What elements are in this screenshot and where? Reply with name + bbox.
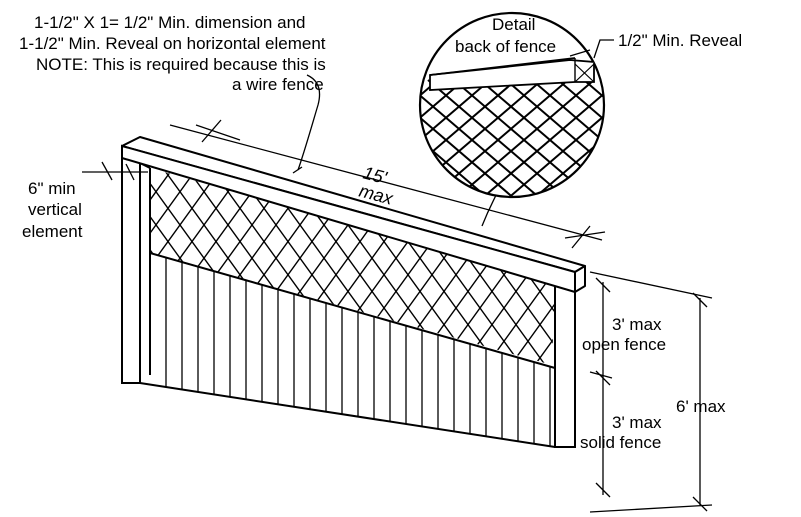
vertical-element-line3: element bbox=[22, 222, 83, 241]
lattice-wire bbox=[349, 168, 555, 365]
reveal-label: 1/2" Min. Reveal bbox=[618, 31, 742, 50]
detail-wire bbox=[583, 79, 604, 197]
lattice-wire bbox=[662, 128, 801, 488]
lattice-wire bbox=[150, 168, 179, 365]
detail-wire bbox=[583, 79, 604, 197]
lattice-wire bbox=[662, 128, 801, 488]
fence bbox=[0, 128, 801, 488]
lattice-wire bbox=[734, 128, 801, 488]
lattice-wire bbox=[150, 168, 251, 365]
vertical-element-line2: vertical bbox=[28, 200, 82, 219]
dimension-lines bbox=[82, 74, 713, 513]
min-dimension-line2: 1-1/2" Min. Reveal on horizontal element bbox=[19, 34, 326, 53]
open-fence-label: open fence bbox=[582, 335, 666, 354]
lattice-wire bbox=[150, 168, 227, 365]
min-dimension-line1: 1-1/2" X 1= 1/2" Min. dimension and bbox=[34, 13, 305, 32]
detail-wire bbox=[479, 79, 604, 197]
solid-fence-label: solid fence bbox=[580, 433, 661, 452]
detail-wire bbox=[453, 79, 595, 197]
lattice-wire bbox=[686, 128, 801, 488]
detail-wire bbox=[420, 79, 491, 197]
lattice-wire bbox=[373, 168, 555, 365]
lattice-wire bbox=[638, 128, 801, 488]
lattice-wire bbox=[397, 168, 555, 365]
wire-lattice bbox=[0, 128, 801, 488]
left-post bbox=[121, 144, 151, 384]
detail-wire bbox=[557, 79, 604, 197]
note-line1: NOTE: This is required because this is bbox=[36, 55, 326, 74]
lattice-wire bbox=[710, 128, 801, 488]
detail-wire bbox=[636, 80, 776, 200]
lattice-wire bbox=[638, 128, 801, 488]
lattice-wire bbox=[150, 168, 203, 365]
lattice-wire bbox=[0, 128, 10, 488]
detail-wire bbox=[505, 79, 604, 197]
detail-wire bbox=[420, 79, 465, 197]
detail-wire bbox=[610, 80, 750, 200]
detail-wire bbox=[610, 80, 750, 200]
lattice-wire bbox=[421, 168, 555, 365]
detail-subtitle: back of fence bbox=[455, 37, 556, 56]
labels: 1-1/2" X 1= 1/2" Min. dimension and 1-1/… bbox=[19, 13, 742, 452]
open-fence-height: 3' max bbox=[612, 315, 662, 334]
detail-wire bbox=[636, 80, 776, 200]
detail-wire bbox=[662, 80, 801, 200]
lattice-wire bbox=[150, 168, 179, 365]
lattice-wire bbox=[710, 128, 801, 488]
detail-wire bbox=[420, 79, 517, 197]
right-post bbox=[554, 281, 576, 448]
lattice-wire bbox=[686, 128, 801, 488]
detail-wire bbox=[420, 79, 491, 197]
detail-wire bbox=[662, 80, 801, 200]
solid-fence-height: 3' max bbox=[612, 413, 662, 432]
note-line2: a wire fence bbox=[232, 75, 324, 94]
detail-title: Detail bbox=[492, 15, 535, 34]
vertical-element-line1: 6" min bbox=[28, 179, 76, 198]
solid-boards bbox=[165, 257, 551, 447]
total-height: 6' max bbox=[676, 397, 726, 416]
lattice-wire bbox=[0, 128, 10, 488]
top-rail bbox=[121, 136, 586, 293]
lattice-wire bbox=[734, 128, 801, 488]
